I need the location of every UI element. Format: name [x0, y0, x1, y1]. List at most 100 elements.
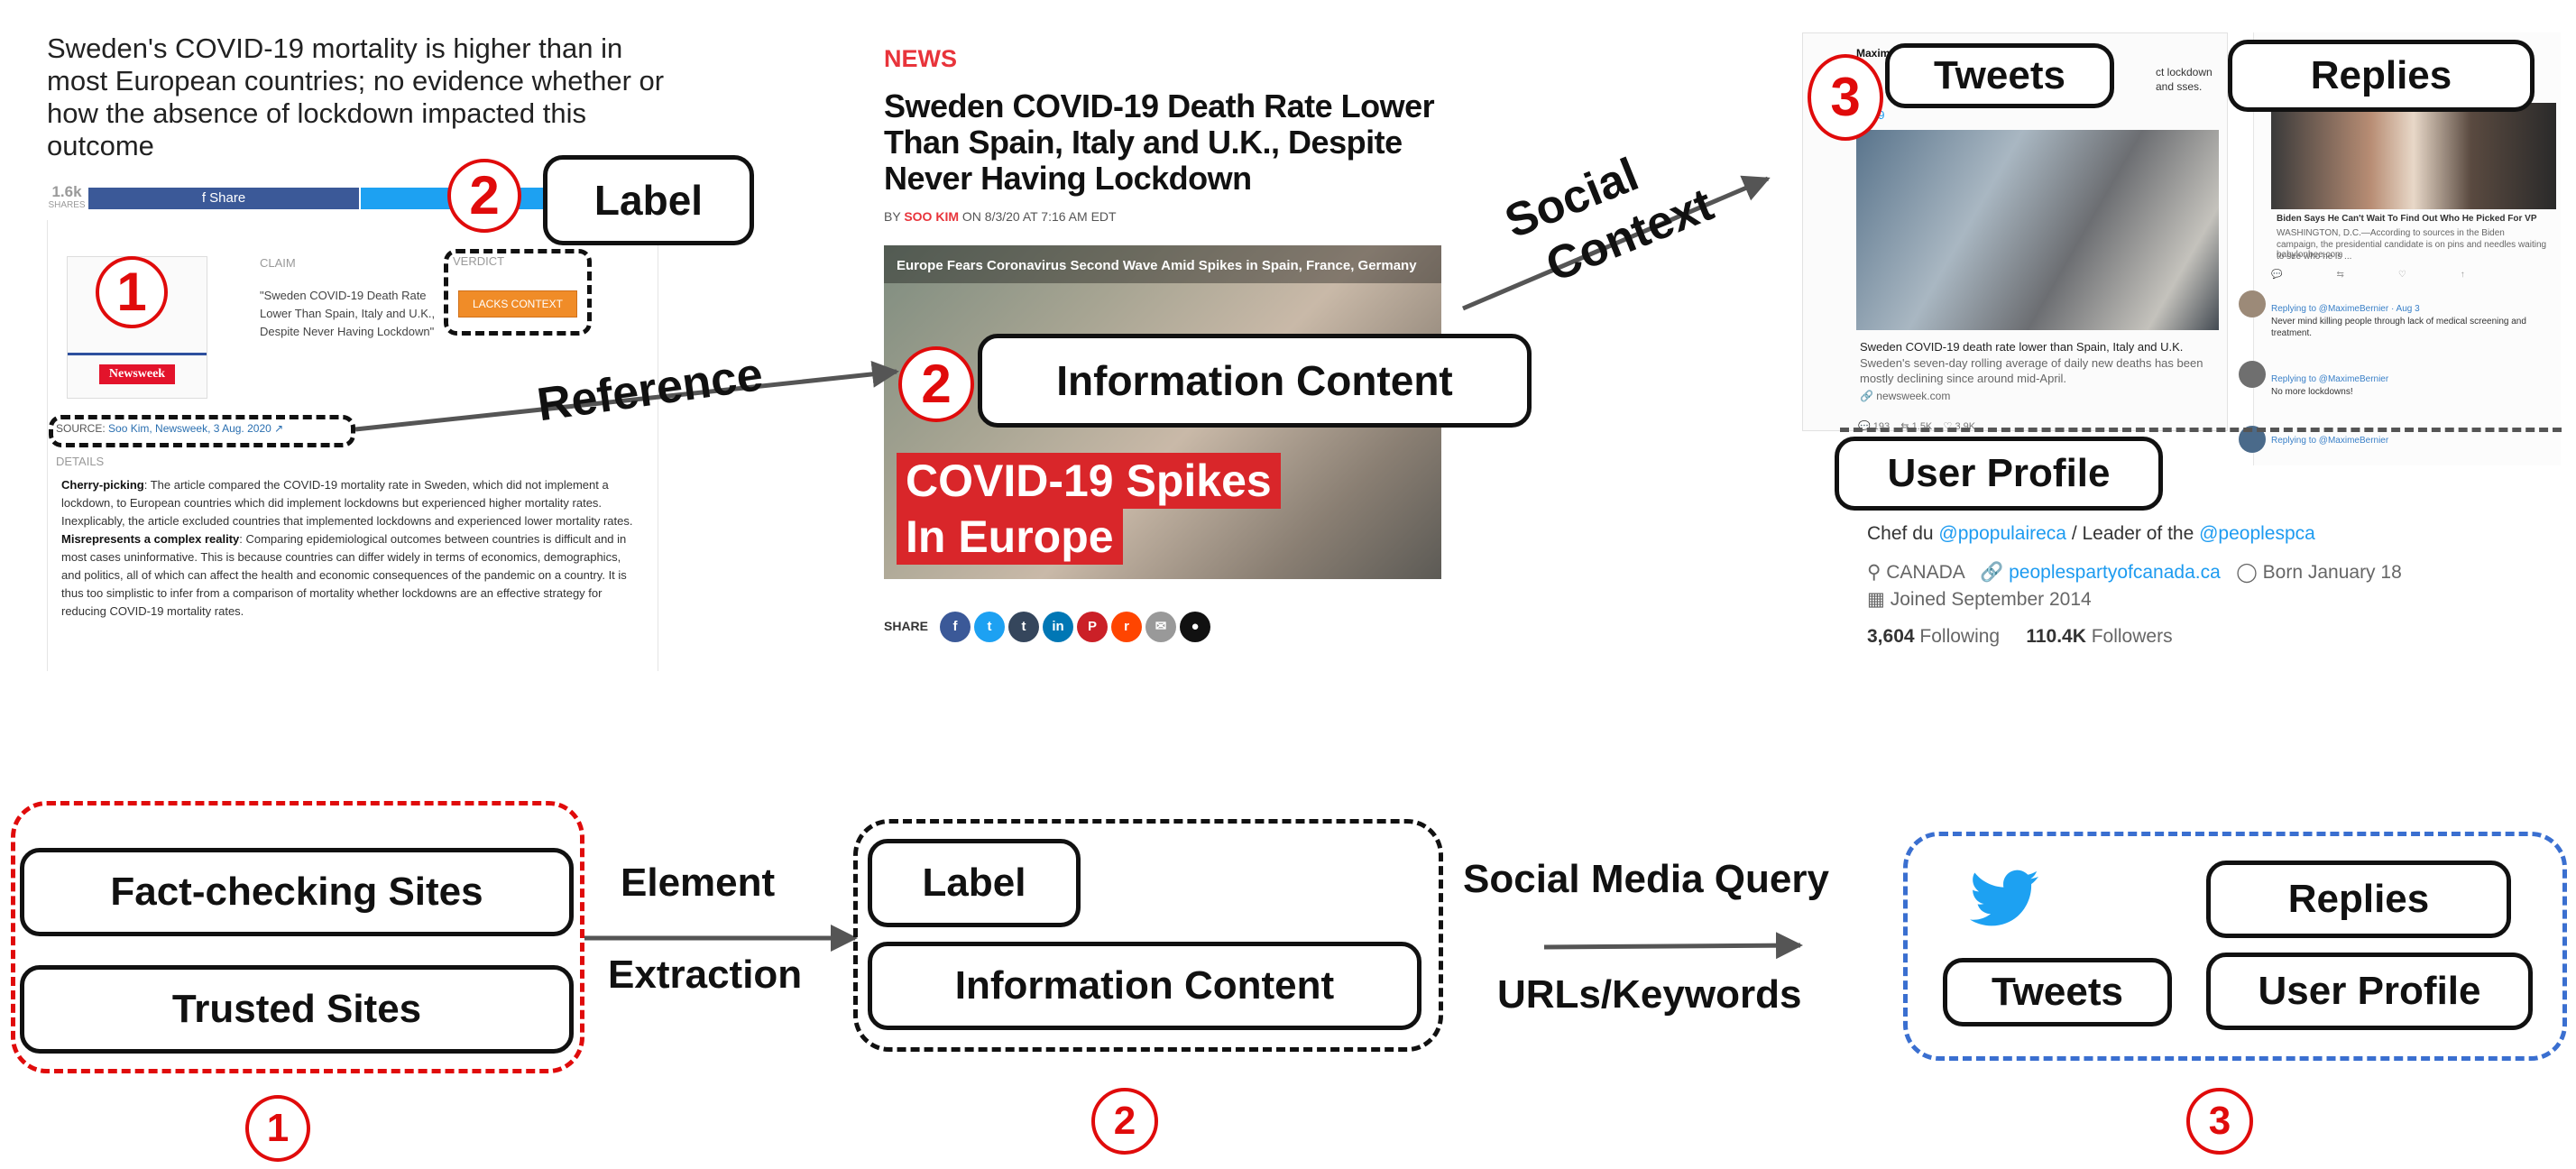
information-content-tag: Information Content	[978, 334, 1532, 428]
like-icon[interactable]: ♡	[1943, 421, 1953, 432]
element-text: Element	[621, 861, 776, 905]
retweet-icon[interactable]: ⇆	[1900, 421, 1909, 432]
hero-banner-line1: COVID-19 Spikes	[897, 453, 1281, 509]
marker-3-top: 3	[1808, 54, 1883, 141]
followers-label[interactable]: Followers	[2091, 626, 2173, 647]
reply2-avatar[interactable]	[2239, 361, 2266, 388]
details-label: DETAILS	[56, 455, 105, 468]
profile-location: CANADA	[1886, 562, 1964, 583]
reddit-icon[interactable]: r	[1111, 612, 1142, 642]
share-label: SHARE	[884, 619, 929, 633]
news-headline: Sweden COVID-19 Death Rate Lower Than Sp…	[884, 87, 1435, 197]
reply-card-domain[interactable]: babylonbee.com	[2277, 250, 2343, 260]
profile-bio-link2[interactable]: @peoplespca	[2199, 523, 2315, 544]
reply-link-image[interactable]	[2271, 103, 2556, 209]
profile-joined-row: ▦ Joined September 2014	[1867, 588, 2092, 611]
news-category[interactable]: NEWS	[884, 45, 957, 72]
source-highlight	[49, 415, 355, 447]
replies-tag: Replies	[2228, 40, 2535, 112]
marker-3-bottom: 3	[2186, 1088, 2253, 1155]
profile-follow-row: 3,604 Following 110.4K Followers	[1867, 626, 2173, 648]
reply2-meta: Replying to @MaximeBernier	[2271, 374, 2389, 384]
details-text: Cherry-picking: The article compared the…	[61, 476, 639, 621]
facebook-share-button[interactable]: f Share	[88, 188, 359, 209]
marker-1-bottom: 1	[245, 1095, 310, 1162]
factcheck-card	[47, 220, 658, 671]
details-2-body: : Comparing epidemiological outcomes bet…	[61, 532, 627, 618]
query-arrow	[1543, 932, 1803, 960]
tweets-replies-separator	[1840, 428, 2562, 432]
external-link-icon[interactable]: ↗	[274, 422, 284, 435]
reply-card-title: Biden Says He Can't Wait To Find Out Who…	[2277, 214, 2537, 224]
fact-checking-sites-box: Fact-checking Sites	[20, 848, 574, 936]
twitter-bird-icon	[1970, 870, 2038, 926]
byline-prefix: BY	[884, 209, 901, 224]
factcheck-title: Sweden's COVID-19 mortality is higher th…	[47, 32, 665, 161]
tweet-link-image[interactable]	[1856, 130, 2219, 330]
reply-action-icons[interactable]: 💬⇆♡↑	[2271, 270, 2519, 280]
tumblr-icon[interactable]: t	[1008, 612, 1039, 642]
sources-group	[11, 801, 584, 1073]
verdict-badge: LACKS CONTEXT	[458, 290, 577, 318]
tweet-card-title: Sweden COVID-19 death rate lower than Sp…	[1860, 340, 2184, 354]
social-media-query-text: Social Media Query	[1463, 857, 1829, 901]
flow-information-content-box: Information Content	[868, 942, 1421, 1030]
verdict-highlight	[444, 249, 592, 336]
tweets-tag: Tweets	[1885, 43, 2114, 108]
tweet-card-domain[interactable]: 🔗 newsweek.com	[1860, 390, 1951, 402]
source-prefix: SOURCE:	[56, 422, 106, 435]
following-label[interactable]: Following	[1919, 626, 2001, 647]
link-icon: 🔗	[1980, 562, 2004, 583]
verdict-label: VERDICT	[453, 254, 505, 268]
byline-date: ON 8/3/20 AT 7:16 AM EDT	[961, 209, 1117, 224]
elements-group	[853, 819, 1443, 1052]
profile-website[interactable]: peoplespartyofcanada.ca	[2009, 562, 2221, 583]
profile-bio: Chef du @ppopulaireca / Leader of the @p…	[1867, 523, 2315, 544]
shares-count: 1.6k	[51, 183, 82, 200]
email-icon[interactable]: ✉	[1145, 612, 1176, 642]
social-context-group	[1903, 832, 2567, 1061]
twitter-icon[interactable]: t	[974, 612, 1005, 642]
marker-2-label: 2	[447, 159, 521, 233]
reply1-meta: Replying to @MaximeBernier · Aug 3	[2271, 304, 2420, 314]
reply2-text: No more lockdowns!	[2271, 387, 2353, 397]
source-line: SOURCE: Soo Kim, Newsweek, 3 Aug. 2020 ↗	[56, 422, 283, 435]
balloon-icon: ◯	[2236, 562, 2258, 583]
source-link[interactable]: Soo Kim, Newsweek, 3 Aug. 2020	[108, 422, 271, 435]
reply3-meta: Replying to @MaximeBernier	[2271, 436, 2389, 446]
location-icon: ⚲	[1867, 562, 1881, 583]
marker-2-info: 2	[898, 346, 974, 422]
pinterest-icon[interactable]: P	[1077, 612, 1108, 642]
details-1-body: : The article compared the COVID-19 mort…	[61, 478, 633, 528]
flow-replies-box: Replies	[2206, 861, 2511, 938]
profile-meta-row: ⚲ CANADA 🔗 peoplespartyofcanada.ca ◯ Bor…	[1867, 561, 2402, 584]
byline-author[interactable]: SOO KIM	[904, 209, 959, 224]
social-context-text: Social Context	[1497, 124, 1721, 301]
newsweek-logo: Newsweek	[99, 364, 175, 384]
details-1-head: Cherry-picking	[61, 478, 144, 492]
trusted-sites-box: Trusted Sites	[20, 965, 574, 1054]
reply-card-desc: WASHINGTON, D.C.—According to sources in…	[2277, 228, 2547, 262]
tweet-author-name: Maxim	[1856, 47, 1891, 60]
hero-banner-line2: In Europe	[897, 509, 1123, 565]
shares-label: SHARES	[48, 200, 86, 210]
following-count[interactable]: 3,604	[1867, 626, 1915, 647]
label-tag: Label	[543, 155, 754, 245]
extraction-text: Extraction	[608, 953, 803, 997]
tweet-card-desc: Sweden's seven-day rolling average of da…	[1860, 356, 2203, 385]
flow-label-box: Label	[868, 839, 1081, 927]
claim-label: CLAIM	[260, 256, 296, 270]
facebook-icon[interactable]: f	[940, 612, 971, 642]
reply1-avatar[interactable]	[2239, 290, 2266, 318]
user-profile-tag: User Profile	[1835, 437, 2163, 511]
comment-icon[interactable]: ●	[1180, 612, 1210, 642]
news-byline: BY SOO KIM ON 8/3/20 AT 7:16 AM EDT	[884, 209, 1117, 224]
flow-user-profile-box: User Profile	[2206, 953, 2533, 1030]
linkedin-icon[interactable]: in	[1043, 612, 1073, 642]
profile-bio-link1[interactable]: @ppopulaireca	[1938, 523, 2066, 544]
followers-count[interactable]: 110.4K	[2026, 626, 2086, 647]
tweet-text-fragment: ct lockdown and sses.	[2156, 66, 2213, 93]
marker-1-top: 1	[96, 256, 168, 328]
profile-born: Born January 18	[2262, 562, 2402, 583]
claim-text: "Sweden COVID-19 Death Rate Lower Than S…	[260, 289, 436, 338]
